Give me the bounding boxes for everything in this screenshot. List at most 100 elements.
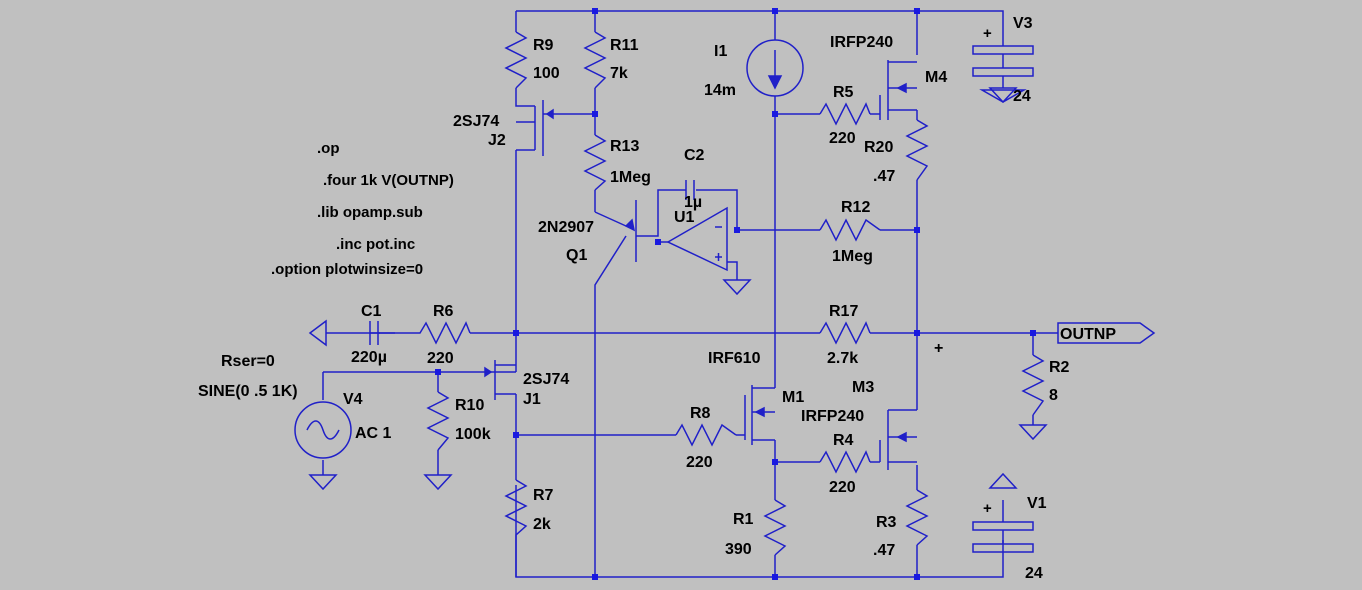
R17-name: R17 <box>829 303 858 320</box>
resistors <box>395 31 1045 577</box>
capacitor-C2[interactable] <box>685 180 695 200</box>
J1-model: 2SJ74 <box>523 371 569 388</box>
R3-value: .47 <box>873 542 895 559</box>
R2-value: 8 <box>1049 387 1058 404</box>
U1-name: U1 <box>674 209 695 226</box>
R20-name: R20 <box>864 139 893 156</box>
resistor-R13[interactable] <box>583 134 607 191</box>
R3-name: R3 <box>876 514 897 531</box>
junction-dots <box>435 8 1036 580</box>
R5-value: 220 <box>829 130 856 147</box>
V4-sine: SINE(0 .5 1K) <box>198 383 298 400</box>
resistor-R6[interactable] <box>395 321 471 345</box>
R6-value: 220 <box>427 350 454 367</box>
mosfet-M4-arrow <box>896 82 907 94</box>
resistor-R17[interactable] <box>819 321 871 345</box>
output-port[interactable]: OUTNP <box>1057 322 1156 344</box>
resistor-R10[interactable] <box>426 391 450 451</box>
directive-inc: .inc pot.inc <box>336 236 415 253</box>
current-source-I1[interactable] <box>746 39 804 97</box>
ground-symbols <box>308 89 1048 491</box>
R4-name: R4 <box>833 432 854 449</box>
ground-icon <box>1018 424 1048 441</box>
V4-rser: Rser=0 <box>221 353 275 370</box>
jfet-J1[interactable] <box>484 360 516 400</box>
directive-op: .op <box>317 140 340 157</box>
Q1-model: 2N2907 <box>538 219 594 236</box>
I1-value: 14m <box>704 82 736 99</box>
Q1-name: Q1 <box>566 247 587 264</box>
ground-icon <box>308 474 338 491</box>
R12-value: 1Meg <box>832 248 873 265</box>
R11-name: R11 <box>610 37 639 54</box>
mosfet-M3-arrow <box>896 431 907 443</box>
voltage-source-V1[interactable] <box>972 472 1034 553</box>
J2-name: J2 <box>488 132 506 149</box>
resistor-R1[interactable] <box>763 499 787 556</box>
M3-name: M3 <box>852 379 874 396</box>
R11-value: 7k <box>610 65 628 82</box>
voltage-source-V4[interactable] <box>294 401 352 459</box>
capacitor-C1[interactable] <box>360 321 395 345</box>
R10-value: 100k <box>455 426 491 443</box>
R9-value: 100 <box>533 65 560 82</box>
resistor-R7[interactable] <box>504 479 528 577</box>
resistor-R4[interactable] <box>819 450 871 474</box>
opamp-U1[interactable] <box>666 206 728 272</box>
directive-four: .four 1k V(OUTNP) <box>323 172 454 189</box>
ground-icon <box>722 279 752 296</box>
R8-value: 220 <box>686 454 713 471</box>
C1-value: 220µ <box>351 349 387 366</box>
V4-ac: AC 1 <box>355 425 392 442</box>
capacitors <box>360 180 695 345</box>
I1-name: I1 <box>714 43 727 60</box>
input-port-icon[interactable] <box>308 319 327 347</box>
V3-name: V3 <box>1013 15 1033 32</box>
J2-model: 2SJ74 <box>453 113 499 130</box>
resistor-R20[interactable] <box>905 119 929 181</box>
directives: .op .four 1k V(OUTNP) .lib opamp.sub .in… <box>271 140 454 278</box>
R4-value: 220 <box>829 479 856 496</box>
transistor-Q1[interactable] <box>624 212 637 262</box>
R20-value: .47 <box>873 168 895 185</box>
M1-name: M1 <box>782 389 804 406</box>
M1-model: IRF610 <box>708 350 761 367</box>
ground-icon <box>423 474 453 491</box>
M4-name: M4 <box>925 69 947 86</box>
R1-value: 390 <box>725 541 752 558</box>
component-labels: R9 100 R11 7k I1 14m IRFP240 M4 V3 + 24 … <box>198 15 1070 582</box>
R8-name: R8 <box>690 405 711 422</box>
V3-value: 24 <box>1013 88 1031 105</box>
C2-name: C2 <box>684 147 705 164</box>
R17-value: 2.7k <box>827 350 858 367</box>
resistor-R8[interactable] <box>675 423 737 447</box>
resistor-R2[interactable] <box>1021 354 1045 416</box>
output-plus: + <box>934 340 943 357</box>
wires <box>320 10 1058 578</box>
output-port-label: OUTNP <box>1060 326 1116 343</box>
resistor-R5[interactable] <box>819 102 871 126</box>
R2-name: R2 <box>1049 359 1070 376</box>
mosfet-M1-arrow <box>754 406 765 418</box>
voltage-source-V3[interactable] <box>972 29 1034 104</box>
resistor-R9[interactable] <box>504 31 528 89</box>
ground-icon <box>979 89 1027 103</box>
V3-plus: + <box>983 25 992 42</box>
V4-name: V4 <box>343 391 363 408</box>
resistor-R11[interactable] <box>583 31 607 89</box>
directive-lib: .lib opamp.sub <box>317 204 423 221</box>
R10-name: R10 <box>455 397 484 414</box>
V1-name: V1 <box>1027 495 1047 512</box>
R13-name: R13 <box>610 138 639 155</box>
R7-name: R7 <box>533 487 554 504</box>
jfet-J2-arrow <box>545 108 554 120</box>
V1-value: 24 <box>1025 565 1043 582</box>
J1-name: J1 <box>523 391 541 408</box>
R9-name: R9 <box>533 37 554 54</box>
directive-option: .option plotwinsize=0 <box>271 261 423 278</box>
R7-value: 2k <box>533 516 551 533</box>
resistor-R3[interactable] <box>905 489 929 546</box>
resistor-R12[interactable] <box>819 218 881 242</box>
R12-name: R12 <box>841 199 870 216</box>
